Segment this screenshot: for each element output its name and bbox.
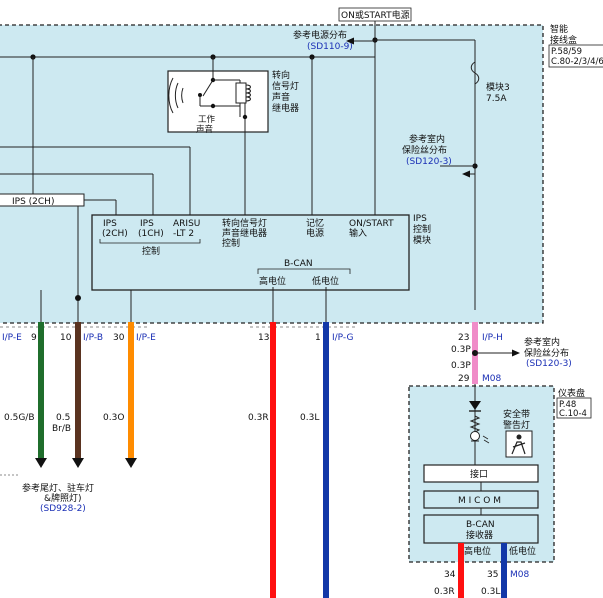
cluster-wire-size-l: 0.3L <box>481 587 500 597</box>
col-arisu-1: ARISU <box>173 219 200 229</box>
relay-title-1: 转向 <box>272 69 290 81</box>
conn-iph: I/P-H <box>482 333 503 343</box>
fuse-dist-2-ref: (SD120-3) <box>526 359 572 369</box>
sjb-title-1: 智能 <box>550 23 568 35</box>
tail-lamp-ref-1: 参考尾灯、驻车灯 <box>22 482 94 494</box>
relay-work-2: 声音 <box>196 124 214 135</box>
ips-name-2: 控制 <box>413 223 431 235</box>
tail-lamp-ref-code: (SD928-2) <box>40 504 86 514</box>
cluster-title: 仪表盘 <box>558 387 585 399</box>
pin-35: 35 <box>487 570 498 580</box>
pin-10: 10 <box>60 333 72 343</box>
wire-size-brb-1: 0.5 <box>56 413 70 423</box>
conn-ipg: I/P-G <box>332 333 353 343</box>
sjb-title-2: 接线盒 <box>550 34 577 46</box>
fuse-dist-2-line-1: 参考室内 <box>524 336 560 348</box>
power-source-label: ON或START电源 <box>341 9 410 21</box>
arrow-power-dist <box>346 37 354 45</box>
pin-30: 30 <box>113 333 125 343</box>
sjb-page: P.58/59 <box>551 47 582 57</box>
fuse-dist-1-ref: (SD120-3) <box>406 157 452 167</box>
col-arisu-2: -LT 2 <box>173 229 194 239</box>
arrow-down-2 <box>72 458 84 468</box>
resistor-icon <box>469 415 481 433</box>
cluster-bcan-box <box>423 514 539 544</box>
ips-name-1: IPS <box>413 214 427 224</box>
wire-size-brb-2: Br/B <box>52 424 71 434</box>
arrow-down-3 <box>125 458 137 468</box>
cluster-micom-label: M I C O M <box>458 496 501 506</box>
conn-m08-bottom: M08 <box>510 570 529 580</box>
ips-2ch-bar-label: IPS (2CH) <box>12 197 54 207</box>
col-ips1ch-1: IPS <box>140 219 154 229</box>
col-ips2ch-2: (2CH) <box>102 229 128 239</box>
ips-control-label: 控制 <box>142 245 160 257</box>
fuse-dist-1-line-2: 保险丝分布 <box>402 144 447 156</box>
wire-size-r: 0.3R <box>248 413 269 423</box>
arrow-fuse-dist-2 <box>512 349 520 357</box>
tail-lamp-ref-2: &牌照灯) <box>44 492 82 504</box>
conn-ipe-left: I/P-E <box>2 333 22 343</box>
ips-control-module <box>91 214 410 291</box>
cluster-wire-size-r: 0.3R <box>434 587 455 597</box>
col-onstart-2: 输入 <box>349 227 367 239</box>
diode-icon <box>469 401 481 410</box>
col-ips2ch-1: IPS <box>103 219 117 229</box>
warning-lamp-icon <box>470 431 480 441</box>
relay-work-1: 工作 <box>198 114 216 125</box>
cluster-interface-label: 接口 <box>470 468 488 480</box>
wire-size-gb: 0.5G/B <box>4 413 35 423</box>
fuse-module-label: 模块3 <box>486 81 510 93</box>
col-memory-1: 记忆 <box>306 217 324 229</box>
relay-title-4: 继电器 <box>272 102 299 114</box>
cluster-bcan-label: B-CAN <box>466 520 495 530</box>
wire-size-p-2: 0.3P <box>451 361 471 371</box>
relay-title-3: 声音 <box>272 91 290 103</box>
power-dist-label: 参考电源分布 <box>293 29 347 41</box>
pin-9: 9 <box>31 333 37 343</box>
col-memory-2: 电源 <box>306 227 324 239</box>
ips-bcan-label: B-CAN <box>284 259 313 269</box>
cluster-page: P.48 <box>559 400 576 410</box>
pin-1: 1 <box>315 333 321 343</box>
col-relay-ctrl-2: 声音继电器 <box>222 227 267 239</box>
col-ips1ch-2: (1CH) <box>138 229 164 239</box>
col-relay-ctrl-3: 控制 <box>222 237 240 249</box>
turn-signal-relay-box <box>167 70 269 133</box>
conn-m08: M08 <box>482 374 501 384</box>
col-onstart-1: ON/START <box>349 219 394 229</box>
wire-size-l: 0.3L <box>300 413 319 423</box>
conn-ipb: I/P-B <box>83 333 103 343</box>
seatbelt-label-1: 安全带 <box>503 408 530 420</box>
pin-29: 29 <box>458 374 470 384</box>
conn-ipe-right: I/P-E <box>136 333 156 343</box>
wire-size-o: 0.3O <box>103 413 124 423</box>
sjb-ref-box <box>548 44 603 68</box>
pin-34: 34 <box>444 570 456 580</box>
ips-bcan-high: 高电位 <box>259 275 286 287</box>
power-dist-ref: (SD110-9) <box>307 42 353 52</box>
cluster-receiver-label: 接收器 <box>466 529 493 541</box>
ips-name-3: 模块 <box>413 234 431 246</box>
fuse-dist-2-line-2: 保险丝分布 <box>524 347 569 359</box>
pin-23: 23 <box>458 333 469 343</box>
arrow-down-1 <box>35 458 47 468</box>
cluster-bcan-high: 高电位 <box>464 545 491 557</box>
wire-size-p-1: 0.3P <box>451 345 471 355</box>
ips-bcan-low: 低电位 <box>312 275 339 287</box>
fuse-dist-1-line-1: 参考室内 <box>409 133 445 145</box>
relay-title-2: 信号灯 <box>272 80 299 92</box>
fuse-module-rating: 7.5A <box>486 94 507 104</box>
fuse-symbol <box>470 61 480 85</box>
sjb-conn: C.80-2/3/4/6 <box>551 57 603 67</box>
seatbelt-label-2: 警告灯 <box>503 419 530 431</box>
sound-waves-icon <box>168 77 184 114</box>
cluster-bcan-low: 低电位 <box>509 545 536 557</box>
cluster-conn: C.10-4 <box>559 409 587 419</box>
pin-13: 13 <box>258 333 269 343</box>
col-relay-ctrl-1: 转向信号灯 <box>222 217 267 229</box>
